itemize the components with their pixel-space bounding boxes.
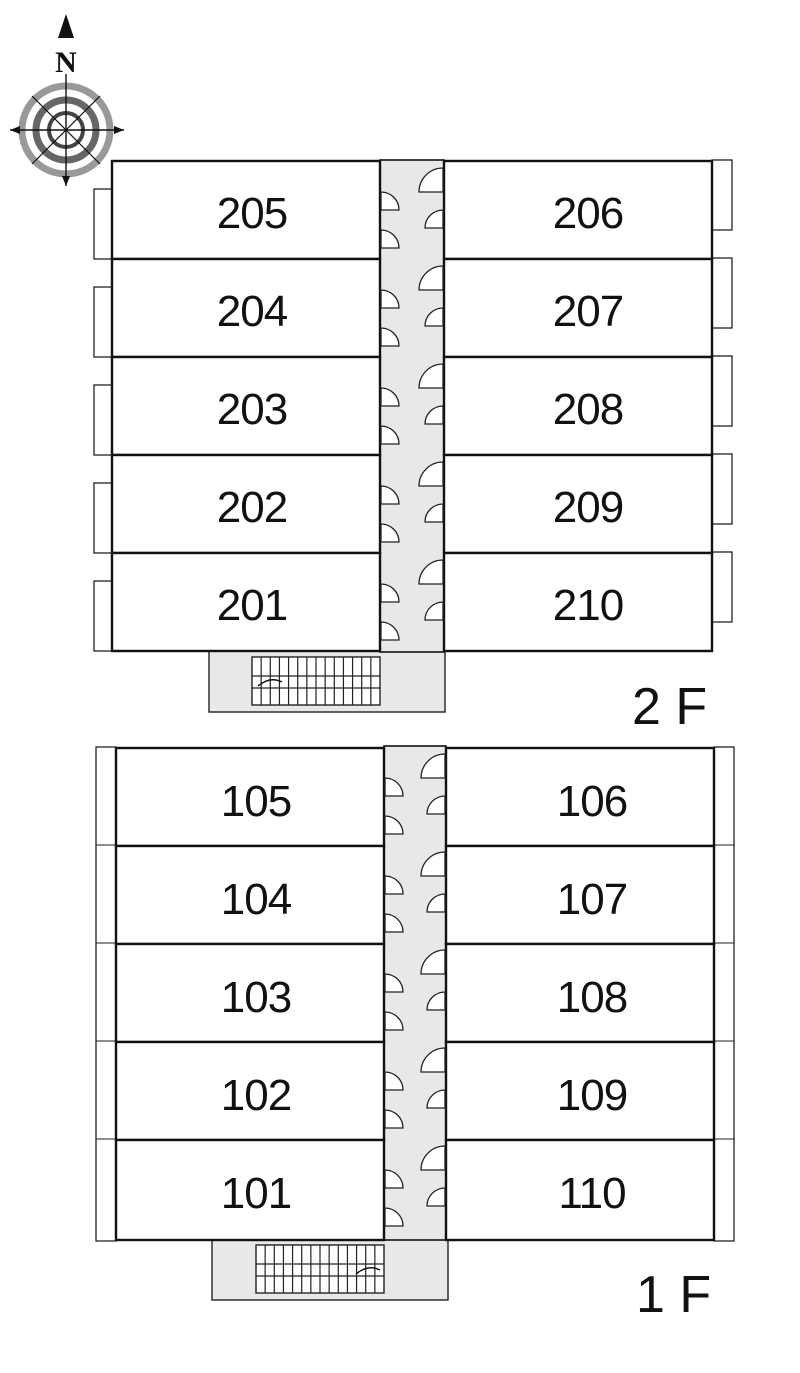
room-number: 204 [217, 287, 288, 336]
balcony [93, 286, 113, 358]
balcony [93, 384, 113, 456]
door-swings [380, 167, 444, 641]
room-number: 109 [557, 1071, 627, 1120]
room-number: 107 [557, 875, 627, 924]
room-unit: 204 [110, 257, 382, 359]
room-unit: 110 [444, 1138, 716, 1242]
door-swings [384, 753, 446, 1227]
balcony [711, 355, 733, 427]
balcony [711, 453, 733, 525]
room-unit: 109 [444, 1040, 716, 1142]
room-unit: 201 [110, 551, 382, 653]
room-unit: 104 [114, 844, 386, 946]
room-number: 106 [557, 777, 627, 826]
room-number: 208 [553, 385, 623, 434]
room-unit: 202 [110, 453, 382, 555]
room-number: 102 [221, 1071, 291, 1120]
balcony [93, 188, 113, 260]
room-unit: 105 [114, 746, 386, 848]
stairs-icon [255, 1244, 385, 1294]
room-number: 101 [221, 1169, 291, 1218]
room-unit: 209 [442, 453, 714, 555]
balcony [711, 159, 733, 231]
balcony [711, 257, 733, 329]
room-number: 209 [553, 483, 623, 532]
floor-label-2f: 2 F [632, 678, 707, 736]
room-number: 201 [217, 581, 287, 630]
balcony [93, 580, 113, 652]
compass-rose-icon: N [10, 14, 124, 186]
room-unit: 206 [442, 159, 714, 261]
room-unit: 101 [114, 1138, 386, 1242]
compass-north-label: N [55, 46, 77, 79]
room-unit: 205 [110, 159, 382, 261]
balcony [713, 746, 735, 1242]
room-number: 202 [217, 483, 287, 532]
balcony [95, 746, 117, 1242]
room-number: 108 [557, 973, 627, 1022]
balcony [711, 551, 733, 623]
room-number: 206 [553, 189, 623, 238]
room-number: 104 [221, 875, 292, 924]
room-number: 110 [558, 1169, 625, 1218]
room-unit: 210 [442, 551, 714, 653]
room-unit: 203 [110, 355, 382, 457]
room-unit: 208 [442, 355, 714, 457]
room-unit: 207 [442, 257, 714, 359]
room-number: 203 [217, 385, 287, 434]
floor-2f: 205 204 203 202 201 206 207 208 209 210 [93, 159, 733, 736]
floor-label-1f: 1 F [636, 1266, 711, 1324]
balcony [93, 482, 113, 554]
room-number: 207 [553, 287, 623, 336]
floor-1f: 105 104 103 102 101 106 107 108 109 110 [95, 745, 735, 1324]
room-unit: 107 [444, 844, 716, 946]
stairs-icon [251, 656, 381, 706]
room-unit: 106 [444, 746, 716, 848]
room-number: 103 [221, 973, 291, 1022]
room-unit: 102 [114, 1040, 386, 1142]
room-number: 210 [553, 581, 623, 630]
room-number: 205 [217, 189, 287, 238]
room-unit: 103 [114, 942, 386, 1044]
room-number: 105 [221, 777, 291, 826]
room-unit: 108 [444, 942, 716, 1044]
